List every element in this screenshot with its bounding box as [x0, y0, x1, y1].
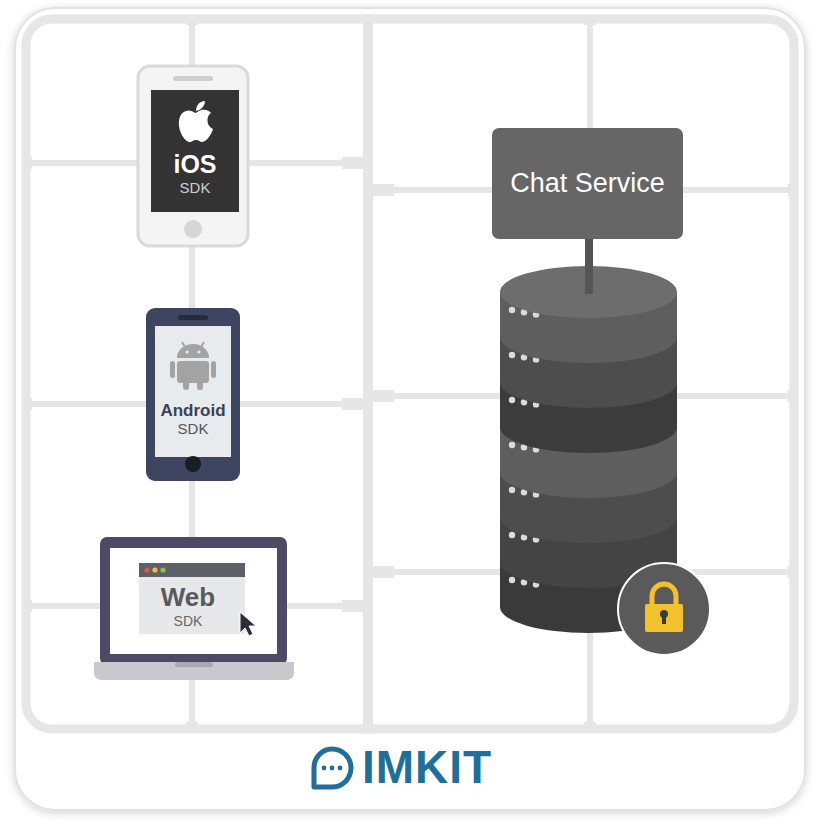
- lock-badge: [618, 563, 710, 655]
- logo-wordmark: IMKIT: [362, 744, 492, 790]
- node-subtitle: SDK: [178, 420, 209, 437]
- laptop: [94, 537, 294, 680]
- node-title: Web: [161, 583, 215, 613]
- service-box: Chat Service: [492, 128, 683, 239]
- node-title: Chat Service: [510, 168, 665, 199]
- node-title: iOS: [173, 150, 216, 179]
- grid-nubs: [22, 15, 798, 732]
- service-stem: [585, 238, 593, 294]
- database-led: [509, 442, 515, 448]
- sdk-window: WebSDK: [139, 580, 237, 632]
- database-led: [509, 352, 515, 358]
- ios-phone: [138, 66, 248, 246]
- node-subtitle: SDK: [174, 613, 203, 629]
- grid-frame: [26, 19, 794, 729]
- imkit-logo-icon: [314, 749, 351, 787]
- android-phone: [146, 308, 240, 481]
- sdk-screen: iOSSDK: [151, 146, 239, 200]
- node-title: Android: [160, 401, 225, 421]
- database-led: [509, 487, 515, 493]
- database-led: [509, 397, 515, 403]
- node-subtitle: SDK: [180, 179, 211, 196]
- sdk-screen: AndroidSDK: [154, 396, 231, 442]
- database-led: [509, 577, 515, 583]
- mouse-cursor: [240, 612, 256, 636]
- card: [15, 8, 805, 810]
- android-icon: [170, 342, 216, 390]
- database-led: [509, 532, 515, 538]
- apple-logo: [179, 101, 213, 142]
- database-led: [509, 307, 515, 313]
